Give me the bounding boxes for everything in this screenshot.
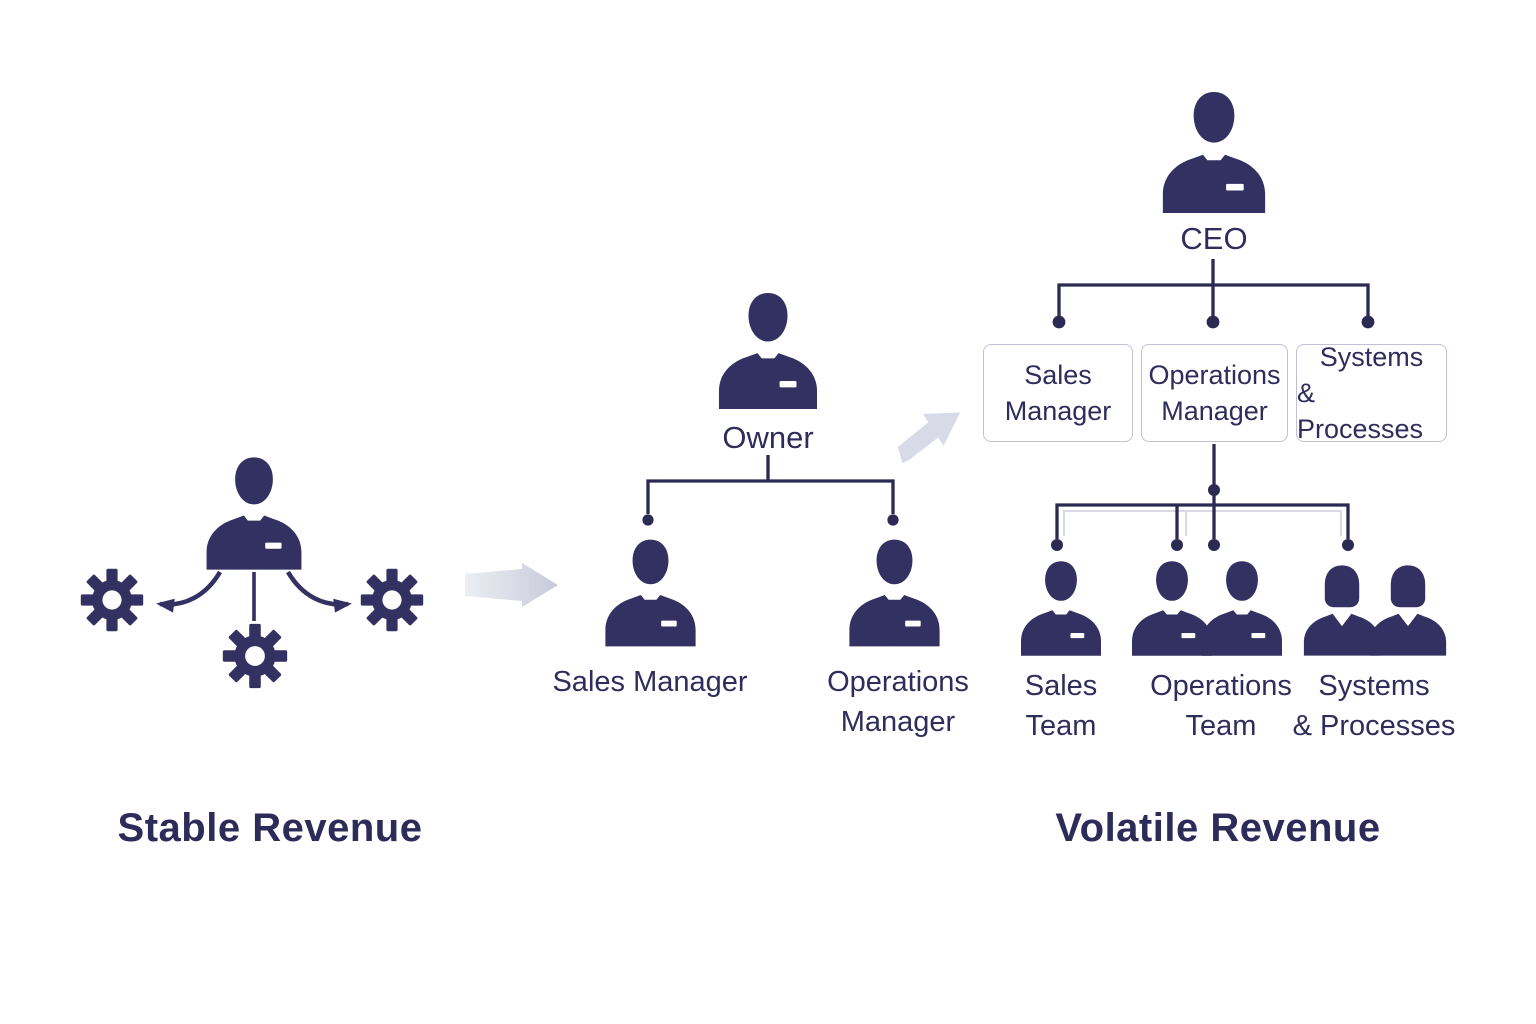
owner-org-tree	[605, 293, 940, 647]
label-line: Operations	[827, 666, 969, 698]
gear-icon	[360, 568, 424, 632]
tree-connector	[1057, 283, 1370, 316]
label-line: Team	[1025, 710, 1097, 742]
connector-dot	[1361, 315, 1375, 329]
connector-dot	[1051, 539, 1063, 551]
curved-arrow-right	[286, 570, 352, 613]
stable-revenue-caption: Stable Revenue	[117, 806, 423, 850]
arrow-right-icon	[465, 563, 558, 607]
label-line: & Processes	[1292, 710, 1456, 742]
label-line: Sales	[1024, 670, 1098, 702]
connector-dot	[1208, 539, 1220, 551]
team-member-icon	[1369, 565, 1447, 656]
ceo-label: CEO	[1180, 221, 1248, 256]
connector-dot	[1208, 484, 1220, 496]
label-line: Systems	[1318, 670, 1430, 702]
tree-connector-echo	[1063, 510, 1342, 536]
gear-icon	[222, 623, 288, 689]
box-systems-processes: Systems & Processes	[1296, 342, 1447, 444]
connector-dot	[1342, 539, 1354, 551]
businessman-icon	[1132, 561, 1212, 656]
box-label-line: Operations	[1148, 360, 1281, 390]
operations-team-label: Operations Team	[1150, 666, 1292, 746]
box-label-line: Systems	[1319, 342, 1424, 372]
sales-team-label: Sales Team	[1025, 666, 1098, 746]
businessman-icon	[206, 457, 302, 570]
tree-connector	[1055, 503, 1350, 539]
label-line: Operations	[1150, 670, 1292, 702]
systems-processes-team-label: Systems & Processes	[1293, 666, 1456, 746]
box-operations-manager: Operations Manager	[1141, 344, 1288, 442]
sales-manager-label: Sales Manager	[552, 666, 748, 698]
ceo-org-tree	[1021, 92, 1447, 656]
stable-revenue-figure	[80, 457, 424, 689]
connector-dot	[1206, 315, 1220, 329]
connector-dot	[887, 514, 899, 526]
gear-icon	[80, 568, 144, 632]
businessman-icon	[849, 539, 940, 647]
box-label-line: Manager	[1161, 396, 1268, 426]
label-line: Team	[1185, 710, 1257, 742]
box-sales-manager: Sales Manager	[983, 344, 1133, 442]
connector-dot	[1052, 315, 1066, 329]
businessman-icon	[1021, 561, 1101, 656]
box-label-line: & Processes	[1297, 378, 1424, 444]
curved-arrow-left	[156, 570, 222, 613]
box-label-line: Sales	[1024, 360, 1092, 390]
volatile-revenue-caption: Volatile Revenue	[1055, 806, 1381, 850]
label-line: Manager	[840, 706, 956, 738]
arrow-up-right-icon	[897, 412, 961, 464]
owner-label: Owner	[722, 420, 814, 455]
businessman-icon	[718, 293, 818, 409]
businessman-icon	[605, 539, 696, 647]
team-member-icon	[1303, 565, 1381, 656]
businessman-icon	[1162, 92, 1266, 213]
tree-connector	[646, 479, 895, 514]
businessman-icon	[1202, 561, 1282, 656]
connector-dot	[642, 514, 654, 526]
operations-manager-label: Operations Manager	[827, 662, 969, 742]
box-label-line: Manager	[1004, 396, 1112, 426]
connector-dot	[1171, 539, 1183, 551]
